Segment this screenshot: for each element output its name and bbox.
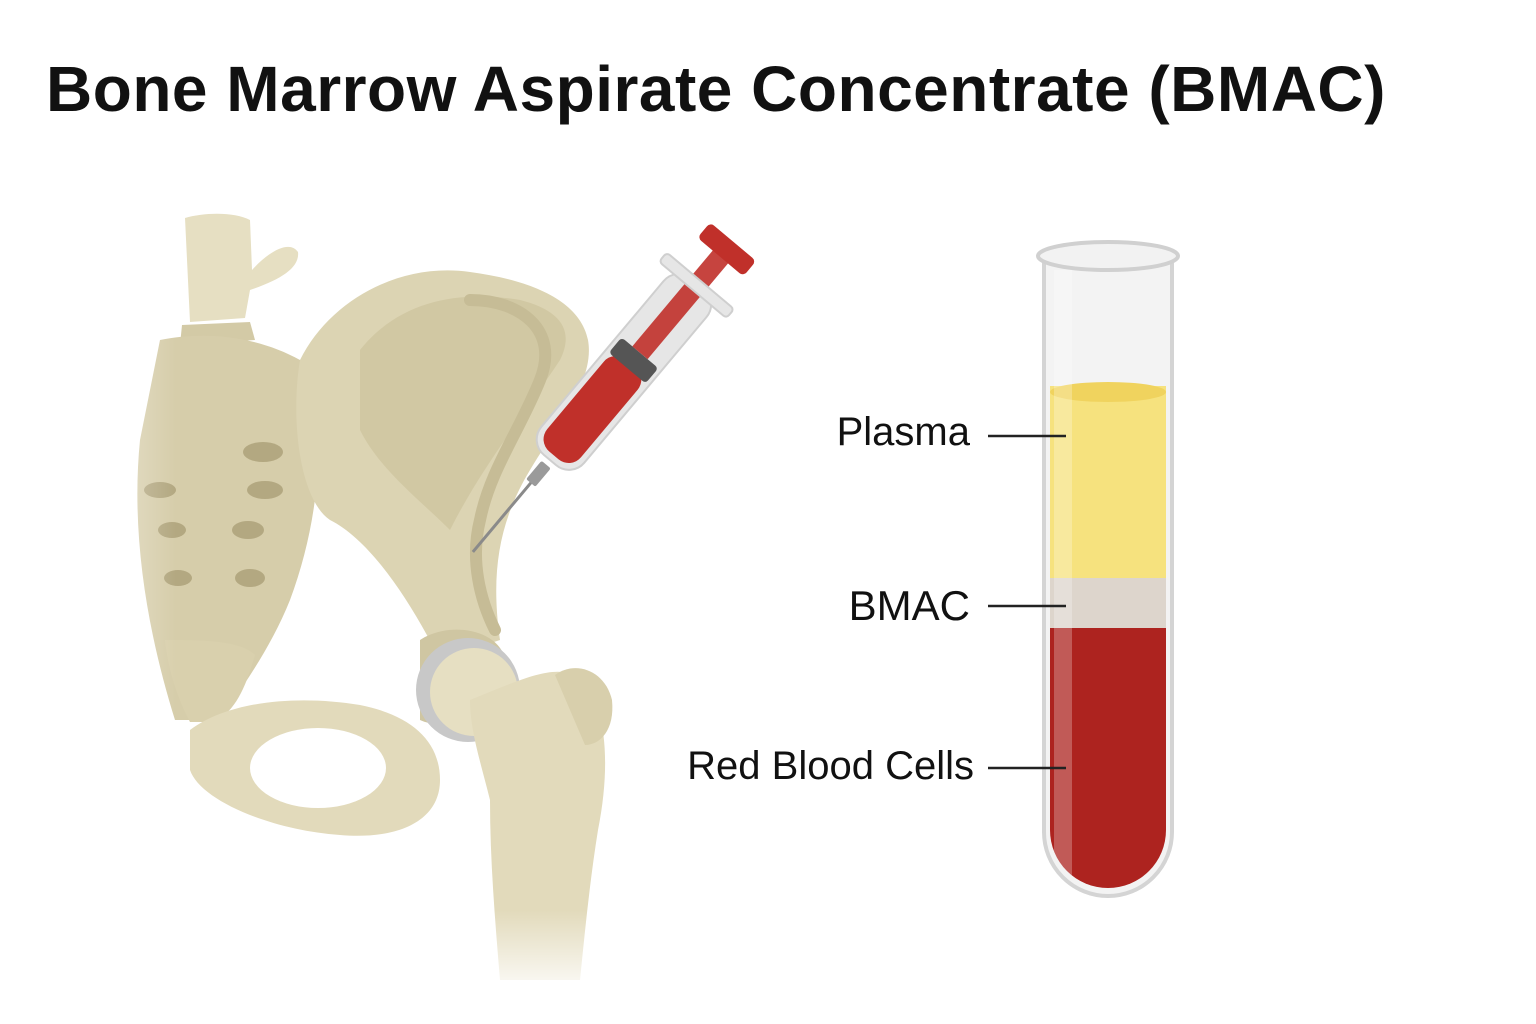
- red-blood-cells-layer: [1050, 628, 1166, 888]
- plasma-label: Plasma: [836, 410, 970, 454]
- syringe-icon: [471, 224, 755, 553]
- pelvis-bone-illustration: [0, 200, 700, 1000]
- test-tube-icon: [1036, 240, 1180, 898]
- ilium-shadow: [360, 296, 566, 530]
- plasma-layer: [1050, 386, 1166, 578]
- ilium-ridge: [464, 294, 552, 636]
- tube-rim: [1036, 240, 1180, 272]
- bmac-label: BMAC: [848, 582, 970, 629]
- page-title: Bone Marrow Aspirate Concentrate (BMAC): [46, 53, 1386, 125]
- red-blood-cells-label: Red Blood Cells: [687, 744, 974, 788]
- bmac-layer: [1050, 578, 1166, 628]
